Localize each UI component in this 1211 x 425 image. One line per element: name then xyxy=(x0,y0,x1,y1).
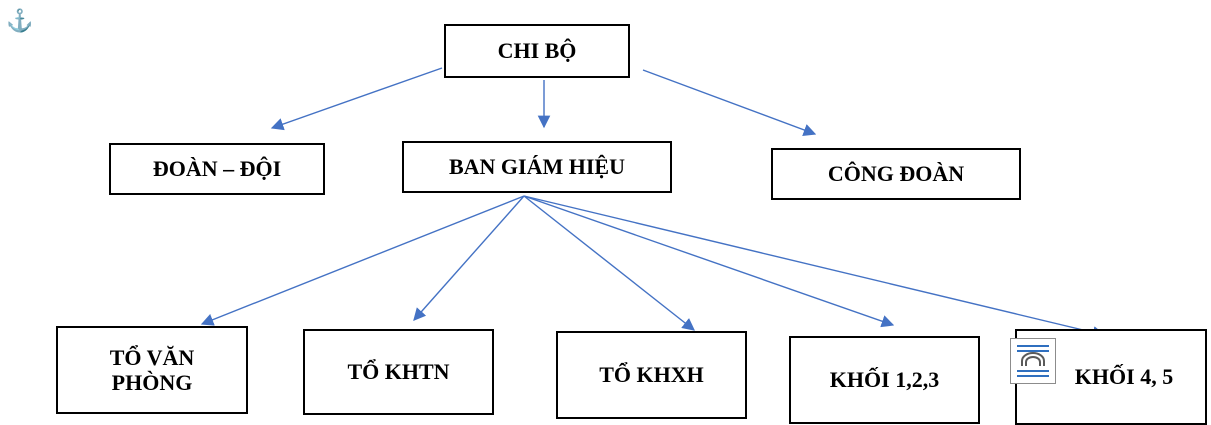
text-wrap-glyph xyxy=(1017,345,1049,377)
node-to-khxh: TỔ KHXH xyxy=(556,331,747,419)
connector-chibo-doandoi xyxy=(270,67,443,131)
connector-bgh-khoi45 xyxy=(523,195,1106,339)
connector-bgh-tokhtn xyxy=(413,195,525,321)
connector-bgh-tovanphong xyxy=(200,195,525,326)
connector-bgh-tokhxh xyxy=(523,195,695,331)
node-ban-giam-hieu: BAN GIÁM HIỆU xyxy=(402,141,672,193)
node-cong-doan: CÔNG ĐOÀN xyxy=(771,148,1021,200)
node-to-van-phong: TỔ VĂN PHÒNG xyxy=(56,326,248,414)
connector-bgh-khoi123 xyxy=(523,195,895,328)
node-doan-doi: ĐOÀN – ĐỘI xyxy=(109,143,325,195)
node-to-khtn: TỔ KHTN xyxy=(303,329,494,415)
node-chi-bo: CHI BỘ xyxy=(444,24,630,78)
node-khoi-123: KHỐI 1,2,3 xyxy=(789,336,980,424)
text-wrap-icon[interactable] xyxy=(1010,338,1056,384)
anchor-icon[interactable]: ⚓ xyxy=(6,8,34,33)
connector-chibo-congdoan xyxy=(642,69,817,136)
